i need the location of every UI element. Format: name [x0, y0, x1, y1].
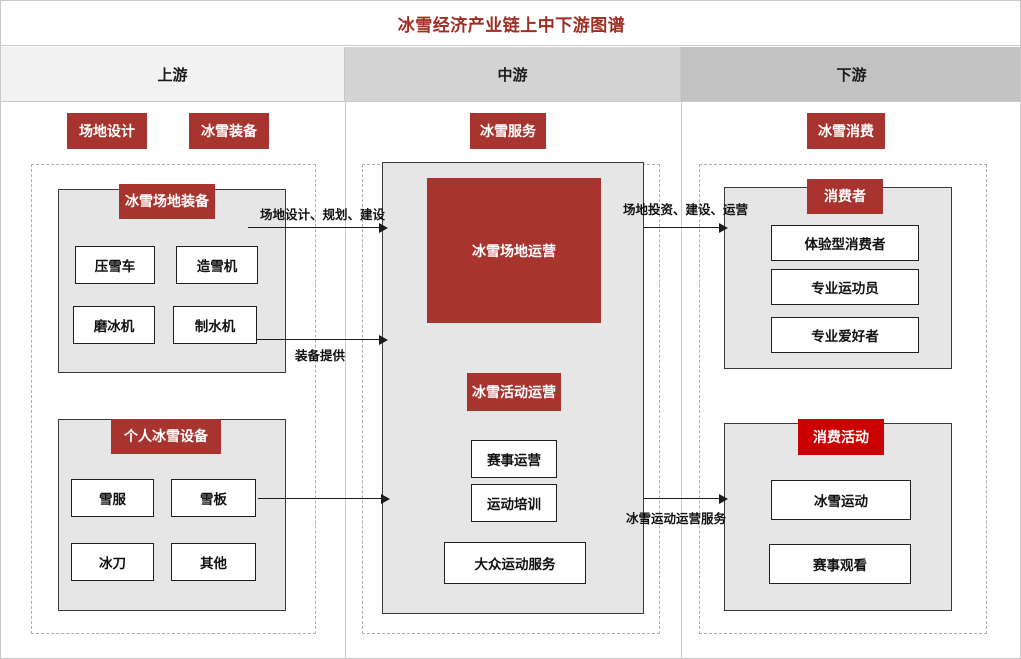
leaf-snow-maker[interactable]: 造雪机 [176, 246, 258, 284]
group-title-personal-equipment[interactable]: 个人冰雪设备 [111, 419, 221, 454]
arrow-label-sport-operation-service: 冰雪运动运营服务 [626, 512, 727, 526]
group-title-consumer[interactable]: 消费者 [807, 179, 883, 214]
column-header-downstream: 下游 [681, 47, 1020, 102]
leaf-snow-board[interactable]: 雪板 [171, 479, 256, 517]
diagram-title-bar: 冰雪经济产业链上中下游图谱 [1, 1, 1020, 46]
leaf-sport-training[interactable]: 运动培训 [471, 484, 557, 522]
group-title-venue-equipment[interactable]: 冰雪场地装备 [119, 184, 215, 219]
chip-venue-design[interactable]: 场地设计 [67, 113, 147, 149]
chip-ice-snow-service[interactable]: 冰雪服务 [470, 113, 546, 149]
leaf-mass-sport-service[interactable]: 大众运动服务 [444, 542, 586, 584]
arrow-head-venue-design [379, 222, 388, 233]
page-title: 冰雪经济产业链上中下游图谱 [397, 15, 626, 35]
leaf-experiential-consumer[interactable]: 体验型消费者 [771, 225, 919, 261]
leaf-ice-snow-sport[interactable]: 冰雪运动 [771, 480, 911, 520]
block-venue-operations[interactable]: 冰雪场地运营 [427, 178, 601, 323]
chip-ice-snow-consumption[interactable]: 冰雪消费 [807, 113, 885, 149]
arrow-head-venue-investment [719, 222, 728, 233]
column-header-row: 上游 中游 下游 [1, 47, 1020, 102]
leaf-event-watching[interactable]: 赛事观看 [769, 544, 911, 584]
arrow-line-sport-operation-service [644, 498, 724, 500]
leaf-other-equipment[interactable]: 其他 [171, 543, 256, 581]
column-header-upstream: 上游 [1, 47, 345, 102]
arrow-head-equipment-supply [379, 334, 388, 345]
arrow-label-equipment-supply: 装备提供 [295, 349, 346, 363]
arrow-label-venue-investment: 场地投资、建设、运营 [623, 203, 749, 217]
column-divider-1 [345, 102, 346, 658]
arrow-line-equipment-supply [248, 339, 382, 341]
arrow-line-venue-design [248, 227, 382, 229]
arrow-label-venue-design: 场地设计、规划、建设 [260, 208, 386, 222]
leaf-professional-enthusiast[interactable]: 专业爱好者 [771, 317, 919, 353]
leaf-ice-skate[interactable]: 冰刀 [71, 543, 154, 581]
group-title-activity-operations[interactable]: 冰雪活动运营 [467, 373, 561, 411]
arrow-line-personal-equipment [258, 498, 384, 500]
leaf-snow-suit[interactable]: 雪服 [71, 479, 154, 517]
arrow-line-venue-investment [644, 227, 724, 229]
arrow-head-personal-equipment [381, 493, 390, 504]
column-divider-2 [681, 102, 682, 658]
chip-ice-snow-equipment[interactable]: 冰雪装备 [189, 113, 269, 149]
column-header-midstream: 中游 [345, 47, 681, 102]
leaf-snow-groomer[interactable]: 压雪车 [75, 246, 155, 284]
arrow-head-sport-operation-service [719, 493, 728, 504]
leaf-professional-athlete[interactable]: 专业运功员 [771, 269, 919, 305]
group-title-consumption-activity[interactable]: 消费活动 [798, 419, 884, 455]
stage-container-upstream [31, 164, 316, 634]
leaf-water-maker[interactable]: 制水机 [173, 306, 257, 344]
leaf-ice-grinder[interactable]: 磨冰机 [73, 306, 155, 344]
stage-container-downstream [699, 164, 987, 634]
leaf-event-operations[interactable]: 赛事运营 [471, 440, 557, 478]
